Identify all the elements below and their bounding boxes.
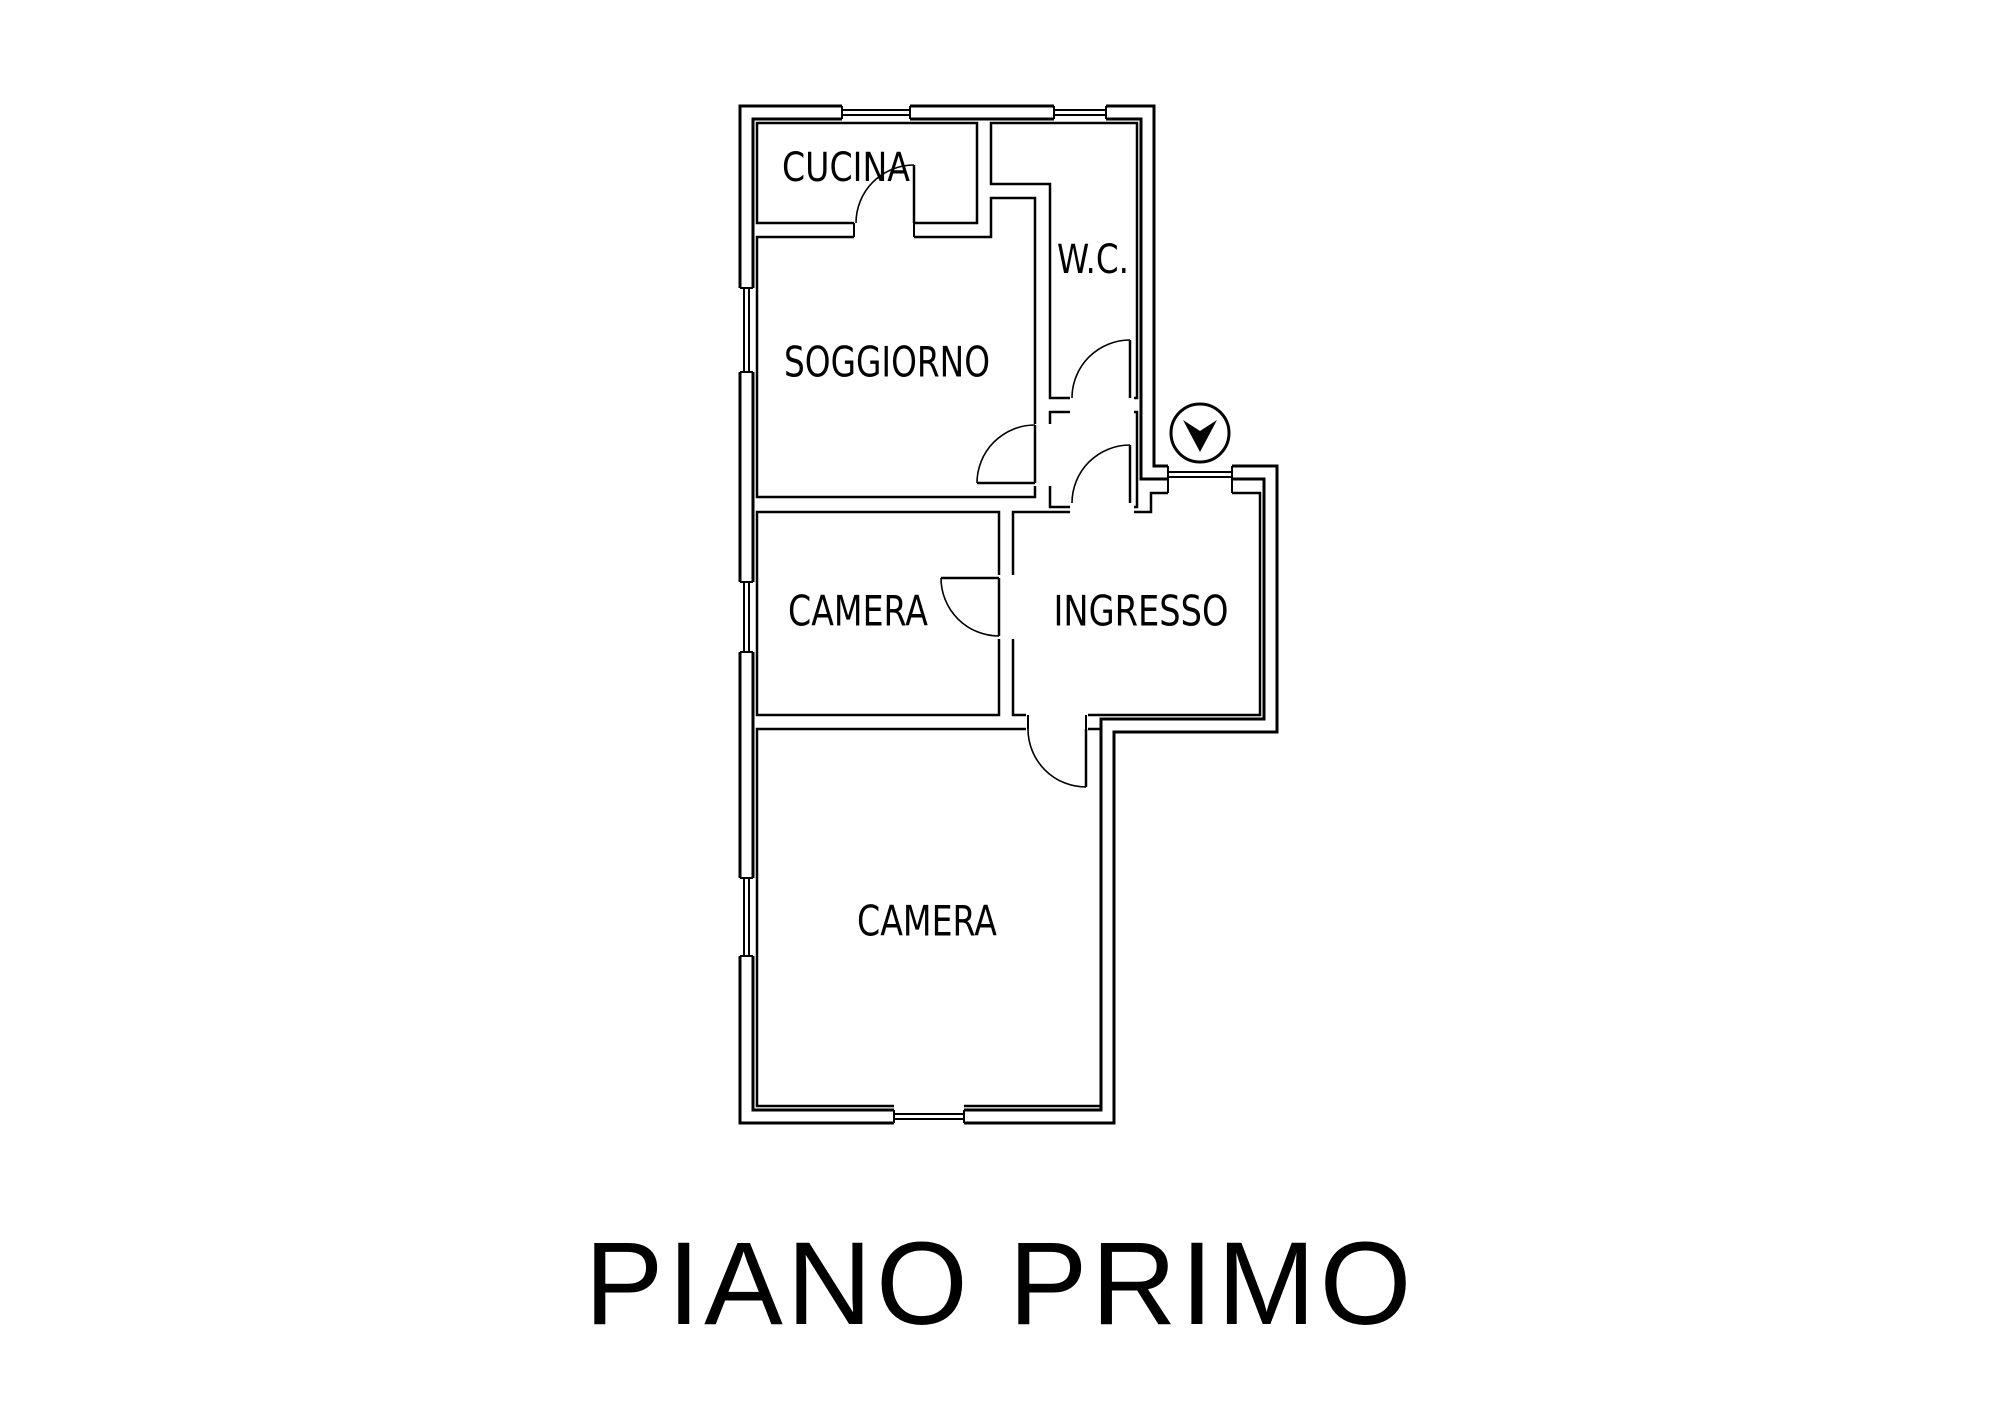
wc-outline: [989, 121, 1139, 400]
camera-large-outline: [755, 727, 1103, 1108]
windows: [738, 104, 1233, 1125]
entrance-door: [1167, 464, 1233, 495]
ingresso-outline: [1011, 491, 1262, 717]
window-soggiorno: [738, 287, 755, 373]
door-camera-large: [1026, 713, 1088, 788]
window-wc: [1053, 104, 1107, 121]
label-camera-large: CAMERA: [857, 897, 997, 946]
corridor-outline: [1048, 410, 1139, 509]
window-camera-small: [738, 581, 755, 653]
entrance-arrow-icon: [1169, 402, 1231, 464]
label-camera-small: CAMERA: [788, 587, 928, 636]
label-soggiorno: SOGGIORNO: [784, 338, 990, 387]
label-ingresso: INGRESSO: [1054, 587, 1229, 636]
door-cucina: [853, 164, 916, 239]
label-wc: W.C.: [1057, 237, 1129, 283]
window-cucina: [841, 104, 911, 121]
soggiorno-outline: [755, 196, 1037, 499]
window-camera-large: [738, 877, 755, 957]
window-camera-large-bottom: [893, 1104, 965, 1125]
doors: [853, 164, 1134, 788]
door-camera-small: [940, 575, 1015, 639]
room-labels: CUCINA W.C. SOGGIORNO CAMERA INGRESSO CA…: [782, 145, 1229, 946]
door-corridor: [1070, 444, 1134, 514]
plan-title: PIANO PRIMO: [584, 1218, 1416, 1350]
label-cucina: CUCINA: [782, 145, 911, 191]
door-wc: [1070, 339, 1134, 414]
door-soggiorno: [976, 424, 1052, 486]
outer-walls: [738, 104, 1279, 1125]
